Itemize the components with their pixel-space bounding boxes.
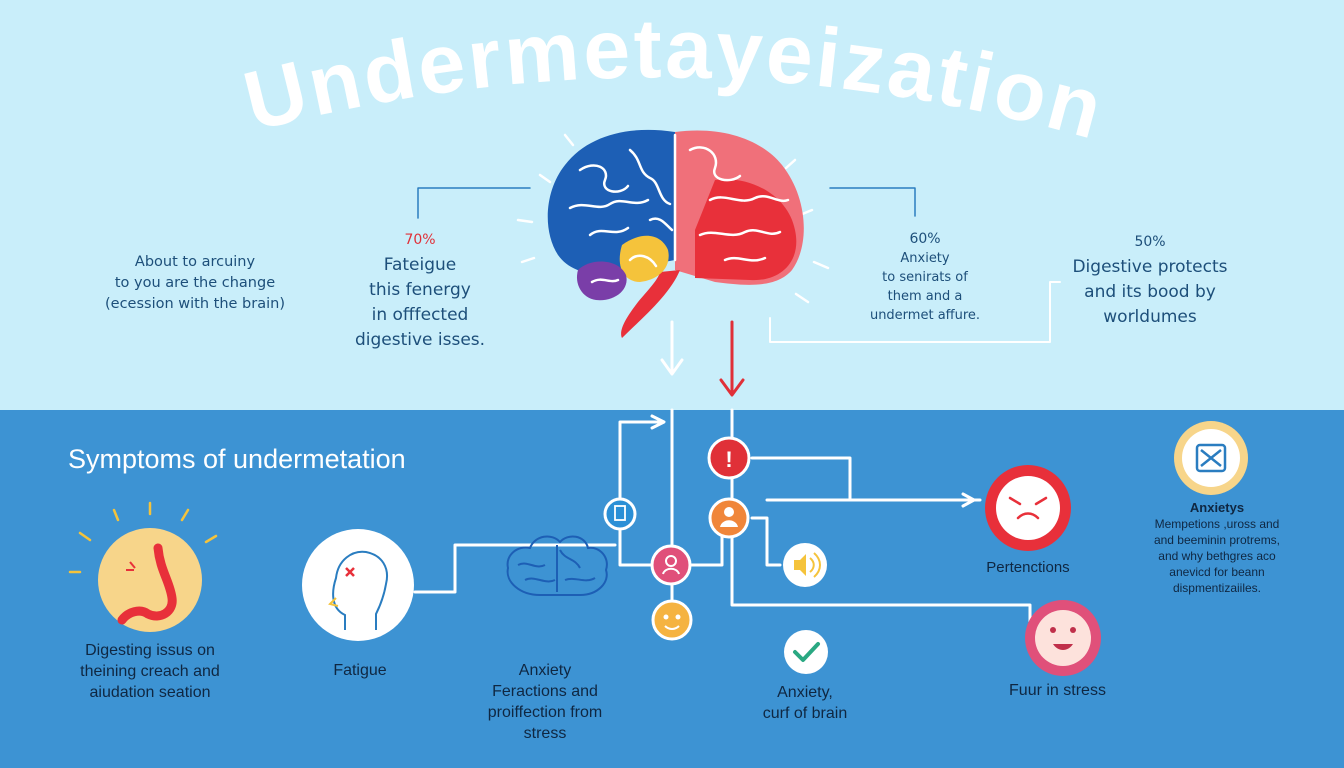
user-node [650,544,692,586]
symptom-caption-line: Digesting issus on [85,642,215,659]
face-icon [663,614,669,620]
stat-digestive: 50% Digestive protects and its bood by w… [1055,230,1245,330]
title-arc: Undermetayeization [235,1,1112,157]
symptom-fear-stress: Fuur in stress [985,680,1130,701]
stat-intro-line: to you are the change [114,275,276,291]
sound-icon [794,554,806,576]
stat-anxiety-line: them and a [887,289,963,304]
brain-rays [516,133,830,304]
brain-icon [506,535,608,596]
stat-anxiety-line: undermet affure. [869,308,981,323]
symptom-digestive: Digesting issus on theining creach and a… [50,640,250,703]
symptom-caption-line: aiudation seation [89,684,211,701]
stat-fatigue-percent: 70% [404,232,436,248]
stat-digestive-line: Digestive protects [1072,257,1228,277]
head-pain-icon [302,529,414,641]
alert-node: ! [707,436,751,480]
stat-fatigue-line: this fenergy [369,280,471,300]
symptom-fatigue: Fatigue [300,660,420,681]
side-note-line: dispmentizaiiles. [1172,581,1262,595]
symptom-caption-line: Anxiety [518,662,572,679]
stat-anxiety-line: to senirats of [882,270,968,285]
symptom-caption-line: stress [523,725,567,742]
stat-digestive-line: and its bood by [1084,282,1216,302]
stat-fatigue: 70% Fateigue this fenergy in offfected d… [330,228,510,353]
person-node [708,497,750,539]
side-note-line: and why bethgres aco [1158,549,1276,563]
side-note-line: Mempetions ,uross and [1154,517,1280,531]
stat-anxiety-line: Anxiety [900,251,950,266]
stat-fatigue-line: in offfected [371,305,469,325]
document-icon [614,505,626,521]
stat-digestive-percent: 50% [1134,234,1166,250]
brain-illustration [516,129,830,338]
document-node [603,497,637,531]
symptom-caption-line: theining creach and [80,663,220,680]
stat-digestive-line: worldumes [1103,307,1197,327]
check-icon [784,630,828,674]
user-icon [665,555,677,567]
stat-anxiety-percent: 60% [909,231,941,247]
symptom-icons [68,421,1248,676]
section-heading: Symptoms of undermetation [68,444,406,474]
stat-intro: About to arcuiny to you are the change (… [95,252,295,315]
side-note: Anxietys Mempetions ,uross and and beemi… [1132,500,1302,596]
brain-stem [621,270,680,338]
symptom-pertenctions: Pertenctions [968,557,1088,578]
symptom-anxiety-stress: Anxiety Feractions and proiffection from… [455,660,635,744]
exclamation-icon: ! [725,447,732,472]
sound-node [783,543,827,587]
side-note-title: Anxietys [1189,500,1245,515]
side-note-line: and beeminin protrems, [1153,533,1281,547]
stat-intro-line: (ecession with the brain) [105,296,285,312]
smiley-face-icon [1025,600,1101,676]
symptom-caption-line: proiffection from [487,704,603,721]
stat-anxiety: 60% Anxiety to senirats of them and a un… [845,230,1005,325]
box-cross-icon [1174,421,1248,495]
symptom-caption-line: Feractions and [492,683,598,700]
flow-nodes: ! [603,436,827,641]
stat-fatigue-line: Fateigue [383,255,457,275]
stat-intro-line: About to arcuiny [134,254,256,270]
stomach-icon [68,501,218,632]
symptom-anxiety-brain: Anxiety, curf of brain [730,682,880,724]
symptom-caption-line: Anxiety, [777,684,833,701]
symptom-caption-line: curf of brain [762,705,848,722]
person-icon [724,507,734,517]
side-note-line: anevicd for beann [1169,565,1265,579]
stat-fatigue-line: digestive isses. [354,330,486,350]
brain-yellow-lobe [619,235,669,282]
symptom-caption-line: Fuur in stress [1009,682,1106,699]
face-node [651,599,693,641]
angry-face-icon [985,465,1071,551]
symptom-caption-line: Fatigue [333,662,387,679]
symptom-caption-line: Pertenctions [986,559,1070,576]
